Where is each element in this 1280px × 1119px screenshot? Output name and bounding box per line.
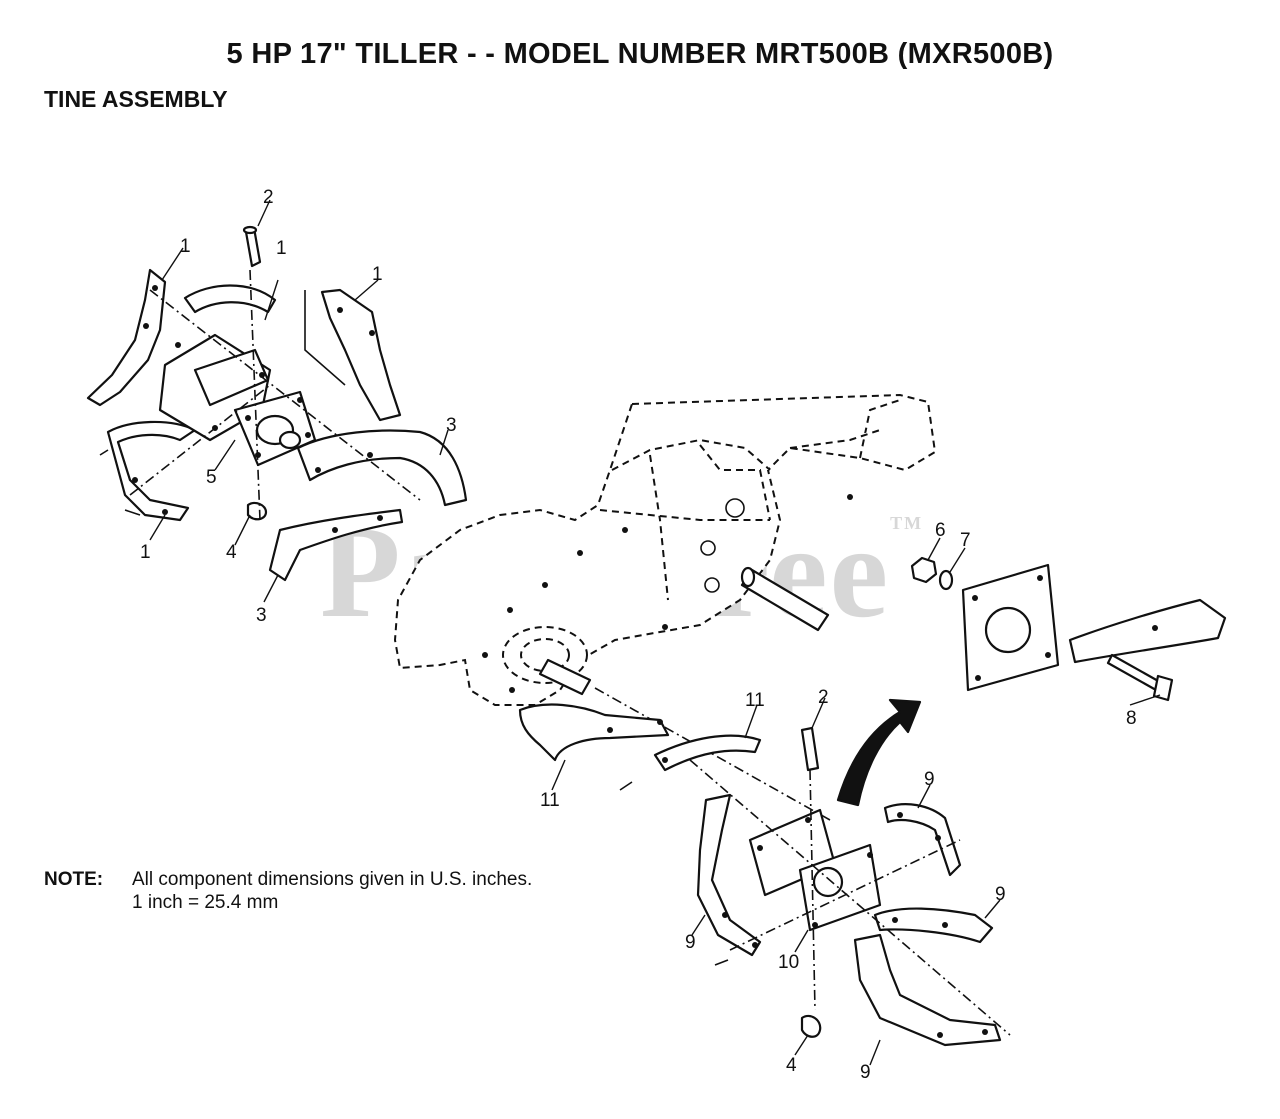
section-title: TINE ASSEMBLY	[44, 86, 228, 112]
callout-2: 2	[818, 687, 829, 708]
note-line-1: NOTE: All component dimensions given in U…	[44, 868, 532, 891]
callout-6: 6	[935, 520, 946, 541]
callout-5: 5	[206, 467, 217, 488]
tine-left-3b	[268, 508, 404, 582]
callout-4: 4	[786, 1055, 797, 1076]
transmission-housing	[393, 393, 937, 706]
tine-left-1b	[183, 284, 277, 314]
lower-tine-group	[518, 698, 1011, 1047]
callout-labels: 1 1 1 1 2 2 3 3 4 4 5 6 7 8 9 9 9 9 10 1…	[140, 187, 1137, 1083]
left-tine-group	[86, 225, 468, 582]
callout-7: 7	[960, 530, 971, 551]
tine-left-3a	[296, 429, 468, 507]
hairpin-clip-lower	[800, 1014, 822, 1038]
clevis-pin-lower	[800, 726, 820, 772]
callout-11: 11	[540, 790, 560, 811]
callout-1: 1	[372, 264, 383, 285]
callout-3: 3	[446, 415, 457, 436]
callout-2: 2	[263, 187, 274, 208]
tine-lower-9d	[853, 933, 1002, 1047]
tine-lower-9a	[696, 793, 762, 957]
tine-lower-11b	[653, 734, 762, 772]
callout-4: 4	[226, 542, 237, 563]
callout-1: 1	[140, 542, 151, 563]
callout-1: 1	[180, 236, 191, 257]
tine-left-1d	[106, 420, 197, 522]
callout-leaders	[149, 199, 1161, 1066]
callout-3: 3	[256, 605, 267, 626]
tine-left-1a	[86, 268, 167, 407]
callout-1: 1	[276, 238, 287, 259]
dimension-note: NOTE: All component dimensions given in U…	[44, 868, 532, 914]
callout-10: 10	[778, 952, 799, 973]
bolt-8-head	[1152, 674, 1174, 702]
tine-left-1c	[320, 288, 402, 422]
tine-lower-9c	[873, 907, 994, 944]
callout-8: 8	[1126, 708, 1137, 729]
tine-shaft	[538, 566, 831, 821]
right-hub-group	[910, 556, 1227, 702]
tine-right	[1068, 598, 1227, 664]
page-title: 5 HP 17" TILLER - - MODEL NUMBER MRT500B…	[226, 38, 1054, 70]
hairpin-clip-upper	[246, 501, 268, 521]
note-text-1: All component dimensions given in U.S. i…	[132, 869, 533, 890]
callout-9: 9	[860, 1062, 871, 1083]
callout-9: 9	[995, 884, 1006, 905]
rotation-arrow	[836, 698, 922, 807]
callout-9: 9	[924, 769, 935, 790]
hex-nut-6	[910, 556, 938, 584]
tine-lower-11a	[518, 703, 670, 762]
callout-11: 11	[745, 690, 765, 711]
tine-lower-9b	[883, 803, 962, 877]
bolt-8-shank	[1106, 653, 1162, 692]
callout-9: 9	[685, 932, 696, 953]
note-label: NOTE:	[44, 869, 104, 890]
lock-washer-7	[938, 569, 954, 591]
note-text-2: 1 inch = 25.4 mm	[132, 892, 279, 913]
